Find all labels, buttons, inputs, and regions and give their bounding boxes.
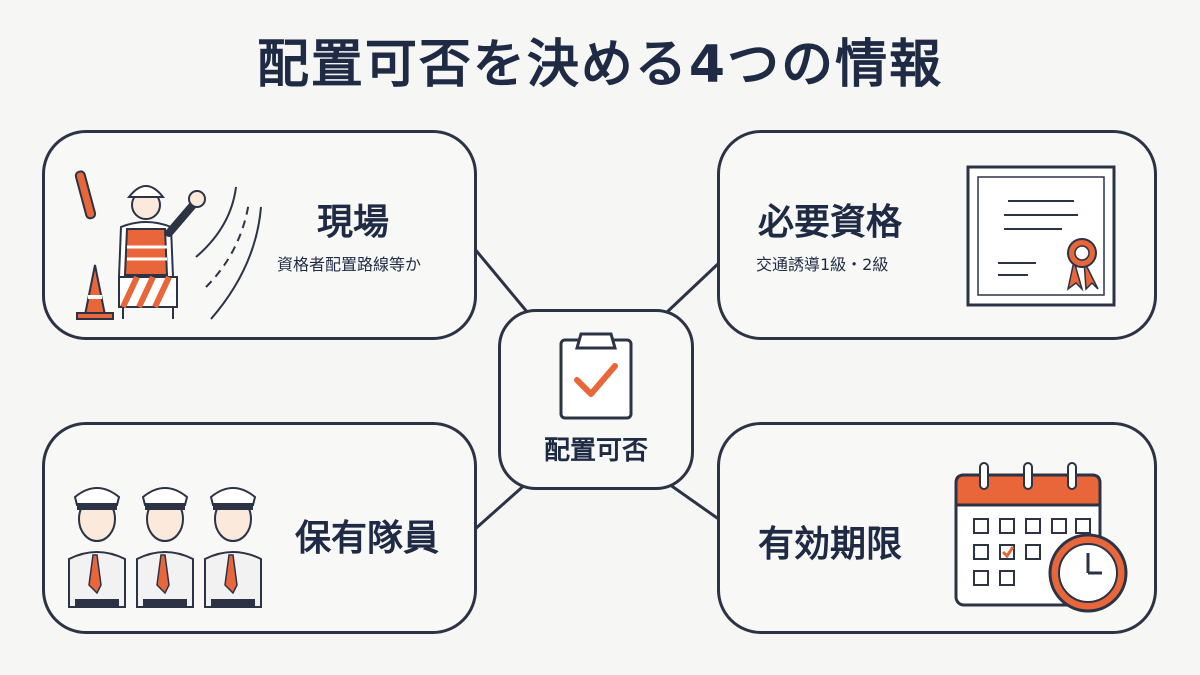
expiry-box: 有効期限 [717,422,1157,634]
security-guards-icon [68,487,262,608]
center-node: 配置可否 [498,309,694,490]
clipboard-check-icon [559,332,633,420]
center-label: 配置可否 [543,436,648,466]
site-box: 現場 資格者配置路線等か [42,130,477,340]
qualification-box: 必要資格 交通誘導1級・2級 [717,130,1157,340]
traffic-guard-icon [74,170,262,320]
site-title: 現場 [317,202,390,243]
site-subtitle: 資格者配置路線等か [277,255,422,274]
calendar-clock-icon [954,462,1128,613]
certificate-icon [966,165,1116,307]
staff-title: 保有隊員 [295,518,440,559]
page-title: 配置可否を決める4つの情報 [256,35,944,95]
staff-box: 保有隊員 [42,422,477,634]
qualification-title: 必要資格 [758,202,903,243]
qualification-subtitle: 交通誘導1級・2級 [756,255,889,274]
expiry-title: 有効期限 [758,524,903,565]
